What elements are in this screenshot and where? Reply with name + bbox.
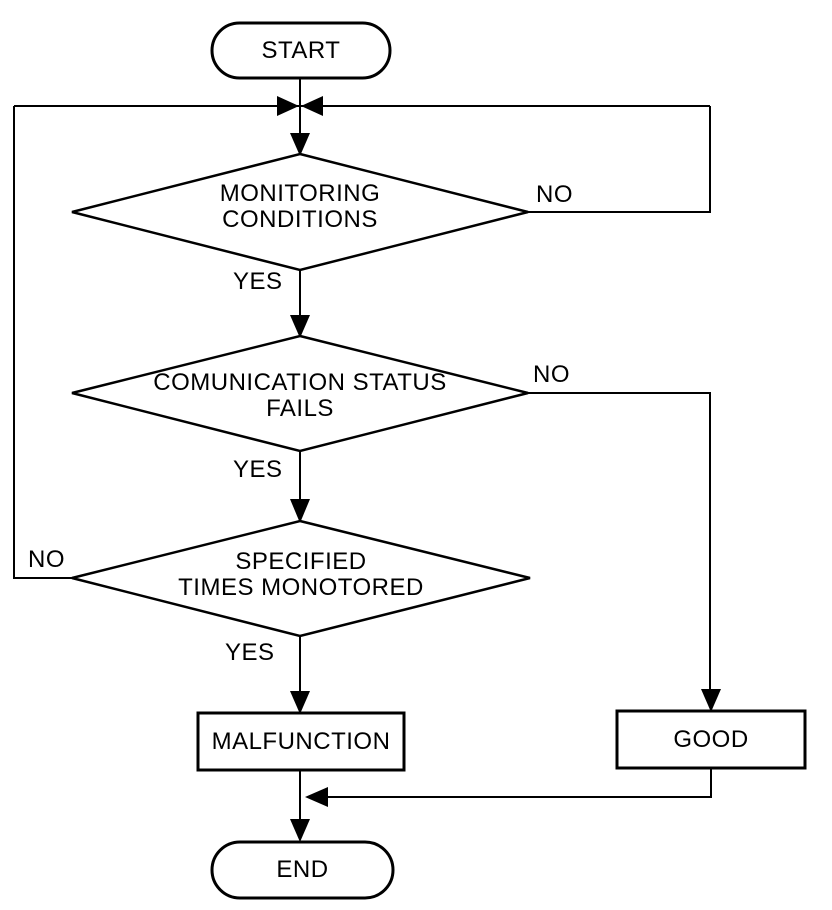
edge-good-to-merge — [326, 768, 712, 798]
arrowhead-merge-left-icon — [305, 787, 328, 807]
arrowhead-into-end-icon — [290, 819, 310, 842]
arrowhead-into-specified-icon — [290, 499, 310, 523]
monitoring-decision-shape — [71, 152, 529, 272]
specified-decision-shape — [71, 519, 531, 638]
malfunction-process-shape — [196, 711, 406, 772]
arrowhead-junction-right-icon — [301, 96, 323, 116]
start-terminator-shape — [210, 21, 392, 80]
arrowhead-junction-left-icon — [277, 96, 299, 116]
edge-communication-no-to-good — [528, 392, 711, 690]
arrowhead-into-communication-icon — [290, 315, 310, 338]
edge-specified-no-loop — [13, 106, 72, 579]
arrowhead-into-monitoring-icon — [290, 133, 310, 156]
good-process-shape — [615, 709, 807, 770]
arrowhead-into-malfunction-icon — [290, 691, 310, 714]
edge-monitoring-no-loop — [528, 106, 711, 213]
arrowhead-into-good-icon — [701, 689, 721, 712]
end-terminator-shape — [210, 840, 395, 900]
communication-decision-shape — [71, 334, 529, 453]
